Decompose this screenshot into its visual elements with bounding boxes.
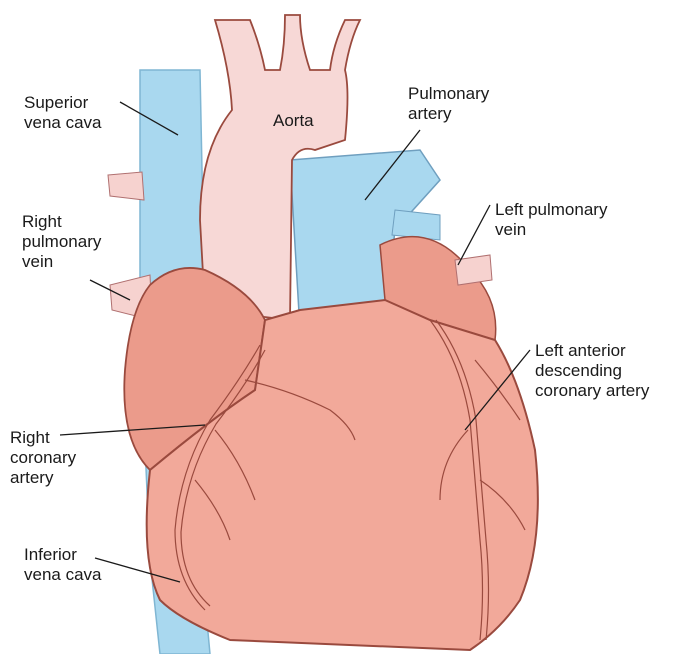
label-right-coronary-artery: Right coronary artery	[10, 428, 76, 488]
label-pulmonary-artery: Pulmonary artery	[408, 84, 489, 124]
label-left-anterior-descending: Left anterior descending coronary artery	[535, 341, 649, 401]
label-inferior-vena-cava: Inferior vena cava	[24, 545, 102, 585]
label-right-pulmonary-vein: Right pulmonary vein	[22, 212, 101, 272]
label-left-pulmonary-vein: Left pulmonary vein	[495, 200, 607, 240]
pulmonary-branch-left	[392, 210, 440, 240]
label-superior-vena-cava: Superior vena cava	[24, 93, 102, 133]
superior-vein-stub	[108, 172, 144, 200]
label-aorta: Aorta	[273, 111, 314, 131]
